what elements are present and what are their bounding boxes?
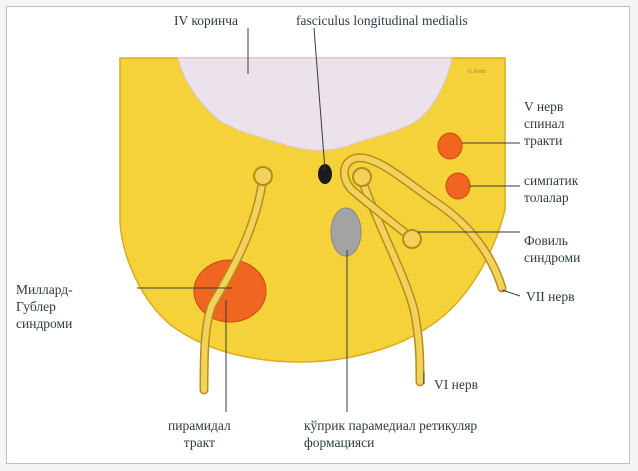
label-foville: Фовиль синдроми [524,232,580,266]
sympathetic-fibers-circle [446,173,470,199]
label-millard-gubler: Миллард- Гублер синдроми [16,281,73,332]
label-sympathetic-fibers: симпатик толалар [524,172,578,206]
label-fourth-ventricle: IV коринча [174,12,238,29]
label-cn7: VII нерв [526,288,574,305]
label-cn5-spinal-tract: V нерв спинал тракти [524,98,565,149]
pprf-area [331,208,361,256]
label-pprf: кўприк парамедиал ретикуляр формацияси [304,417,477,451]
label-mlf: fasciculus longitudinal medialis [296,12,468,29]
cn5-spinal-tract-circle [438,133,462,159]
label-pyramidal-tract: пирамидал тракт [168,417,231,451]
label-cn6: VI нерв [434,376,478,393]
leader-cn7 [502,290,520,296]
watermark: G.Pattn [468,64,486,81]
